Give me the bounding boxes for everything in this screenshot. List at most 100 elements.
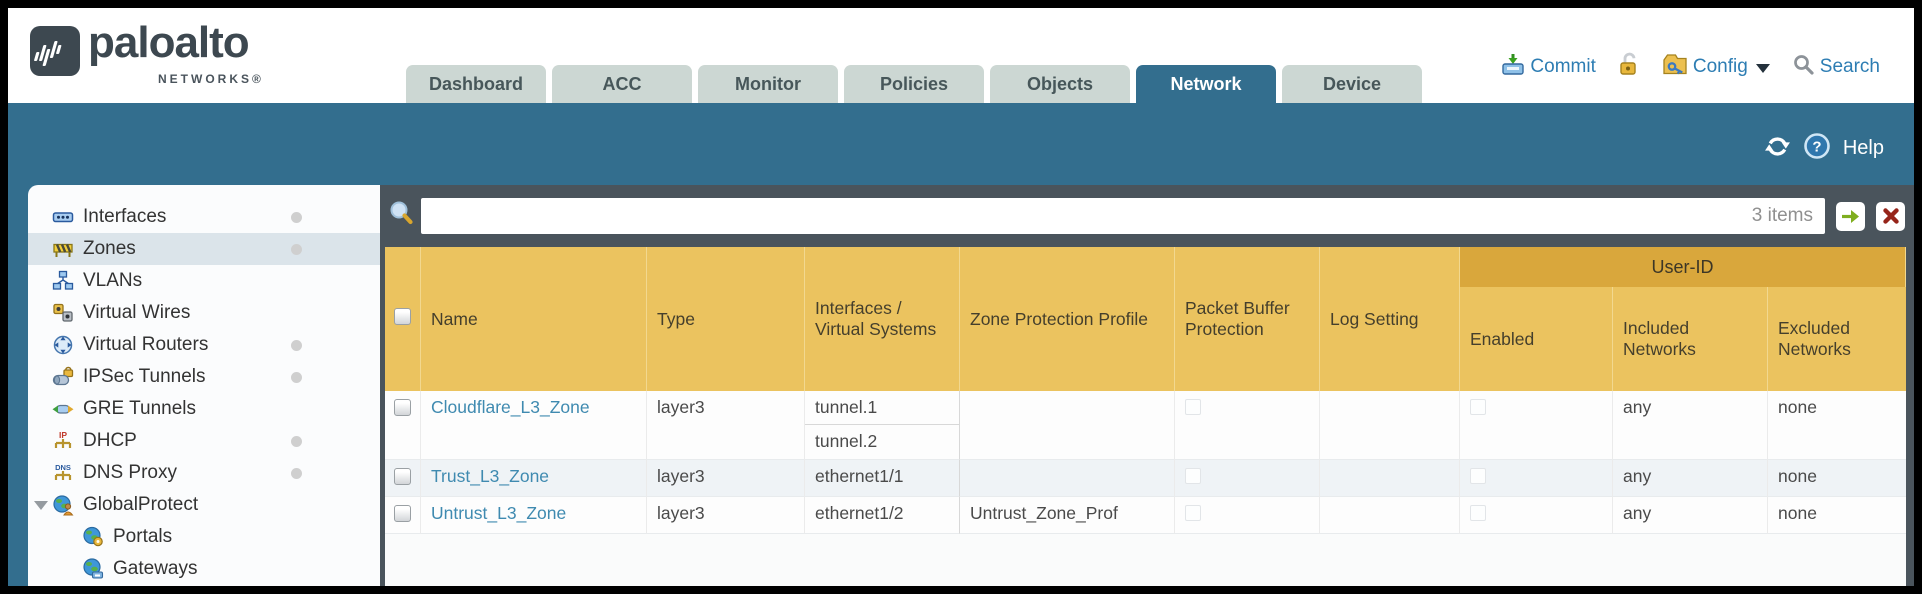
column-header-zone-protection[interactable]: Zone Protection Profile	[960, 247, 1175, 391]
column-group-user-id: User-ID	[1460, 247, 1906, 287]
column-header-interfaces[interactable]: Interfaces / Virtual Systems	[805, 247, 960, 391]
help-icon[interactable]: ?	[1803, 132, 1831, 165]
sidebar-item-gateways[interactable]: Gateways	[28, 553, 380, 585]
sidebar-item-portals[interactable]: Portals	[28, 521, 380, 553]
sidebar-item-label: DNS Proxy	[83, 462, 177, 483]
row-checkbox[interactable]	[394, 468, 411, 485]
search-button[interactable]: Search	[1819, 55, 1880, 77]
collapse-triangle-icon[interactable]	[34, 501, 48, 510]
page-toolbar: ? Help	[1764, 132, 1884, 165]
status-dot	[291, 436, 302, 447]
zone-type: layer3	[647, 391, 805, 460]
column-header-log-setting[interactable]: Log Setting	[1320, 247, 1460, 391]
zone-type: layer3	[647, 497, 805, 534]
status-dot	[291, 340, 302, 351]
zone-name-link[interactable]: Trust_L3_Zone	[431, 466, 550, 486]
userid-enabled-checkbox[interactable]	[1470, 505, 1486, 521]
help-label[interactable]: Help	[1842, 137, 1884, 159]
virtual-routers-icon	[52, 334, 74, 356]
commit-button[interactable]: Commit	[1530, 55, 1596, 77]
sidebar-item-label: DHCP	[83, 430, 137, 451]
zone-protection-profile	[960, 391, 1175, 460]
included-networks: any	[1613, 391, 1768, 460]
log-setting	[1320, 460, 1460, 497]
sidebar-item-zones[interactable]: Zones	[28, 233, 380, 265]
lock-icon[interactable]	[1618, 52, 1640, 81]
tab-network[interactable]: Network	[1136, 65, 1276, 103]
sidebar-item-label: Zones	[83, 238, 136, 259]
zones-icon	[52, 238, 74, 260]
sidebar-item-dns-proxy[interactable]: DNS DNS Proxy	[28, 457, 380, 489]
sidebar-item-label: Virtual Routers	[83, 334, 209, 355]
sidebar-item-label: GRE Tunnels	[83, 398, 196, 419]
interface-entry: ethernet1/2	[815, 503, 904, 523]
column-header-packet-buffer[interactable]: Packet Buffer Protection	[1175, 247, 1320, 391]
column-header-type[interactable]: Type	[647, 247, 805, 391]
zone-interfaces: tunnel.1 tunnel.2	[805, 391, 960, 460]
top-header: paloalto NETWORKS® Dashboard ACC Monitor…	[8, 8, 1914, 103]
zone-name-link[interactable]: Untrust_L3_Zone	[431, 503, 567, 523]
status-dot	[291, 372, 302, 383]
sidebar-item-ipsec-tunnels[interactable]: IPSec Tunnels	[28, 361, 380, 393]
row-checkbox[interactable]	[394, 399, 411, 416]
globalprotect-icon	[52, 494, 74, 516]
sidebar-item-label: Portals	[113, 526, 173, 547]
zone-protection-profile: Untrust_Zone_Prof	[960, 497, 1175, 534]
table-row: Cloudflare_L3_Zone layer3 tunnel.1 tunne…	[385, 391, 1906, 460]
virtual-wires-icon	[52, 302, 74, 324]
filter-input-box: 3 items	[421, 198, 1825, 234]
row-checkbox[interactable]	[394, 505, 411, 522]
clear-filter-button[interactable]	[1876, 201, 1905, 231]
header-utilities: Commit Config	[1501, 52, 1880, 81]
column-header-name[interactable]: Name	[421, 247, 647, 391]
zone-type: layer3	[647, 460, 805, 497]
filter-bar: 3 items	[380, 185, 1914, 247]
userid-enabled-checkbox[interactable]	[1470, 468, 1486, 484]
sidebar-item-virtual-routers[interactable]: Virtual Routers	[28, 329, 380, 361]
main-nav-tabs: Dashboard ACC Monitor Policies Objects N…	[406, 65, 1422, 103]
sidebar-item-virtual-wires[interactable]: Virtual Wires	[28, 297, 380, 329]
sidebar-item-interfaces[interactable]: Interfaces	[28, 201, 380, 233]
portals-icon	[82, 526, 104, 548]
packet-buffer-checkbox[interactable]	[1185, 505, 1201, 521]
table-row: Trust_L3_Zone layer3 ethernet1/1 any non…	[385, 460, 1906, 497]
sidebar-item-globalprotect[interactable]: GlobalProtect	[28, 489, 380, 521]
tab-policies[interactable]: Policies	[844, 65, 984, 103]
vlans-icon	[52, 270, 74, 292]
column-header-included-networks[interactable]: Included Networks	[1613, 287, 1768, 391]
select-all-checkbox[interactable]	[394, 308, 411, 325]
refresh-icon[interactable]	[1764, 133, 1791, 165]
sidebar-item-label: Interfaces	[83, 206, 167, 227]
sidebar-item-dhcp[interactable]: IP DHCP	[28, 425, 380, 457]
dhcp-icon: IP	[52, 430, 74, 452]
svg-text:DNS: DNS	[55, 463, 71, 472]
packet-buffer-checkbox[interactable]	[1185, 468, 1201, 484]
userid-enabled-checkbox[interactable]	[1470, 399, 1486, 415]
tab-monitor[interactable]: Monitor	[698, 65, 838, 103]
column-header-excluded-networks[interactable]: Excluded Networks	[1768, 287, 1906, 391]
filter-input[interactable]	[421, 198, 1752, 234]
sidebar-item-vlans[interactable]: VLANs	[28, 265, 380, 297]
interface-entry: tunnel.1	[805, 391, 959, 425]
tab-acc[interactable]: ACC	[552, 65, 692, 103]
zone-name-link[interactable]: Cloudflare_L3_Zone	[431, 397, 590, 417]
column-header-enabled[interactable]: Enabled	[1460, 287, 1613, 391]
chevron-down-icon[interactable]	[1755, 63, 1770, 73]
config-icon	[1662, 52, 1688, 81]
config-menu-button[interactable]: Config	[1692, 55, 1748, 77]
interfaces-icon	[52, 206, 74, 228]
tab-objects[interactable]: Objects	[990, 65, 1130, 103]
ipsec-tunnels-icon	[52, 366, 74, 388]
main-panel: 3 items	[380, 185, 1914, 586]
tab-dashboard[interactable]: Dashboard	[406, 65, 546, 103]
tab-device[interactable]: Device	[1282, 65, 1422, 103]
sidebar-item-label: IPSec Tunnels	[83, 366, 206, 387]
items-count: 3 items	[1751, 205, 1813, 226]
apply-filter-button[interactable]	[1836, 201, 1865, 231]
status-dot	[291, 244, 302, 255]
log-setting	[1320, 391, 1460, 460]
sidebar-item-gre-tunnels[interactable]: GRE Tunnels	[28, 393, 380, 425]
packet-buffer-checkbox[interactable]	[1185, 399, 1201, 415]
select-all-header	[385, 247, 421, 391]
